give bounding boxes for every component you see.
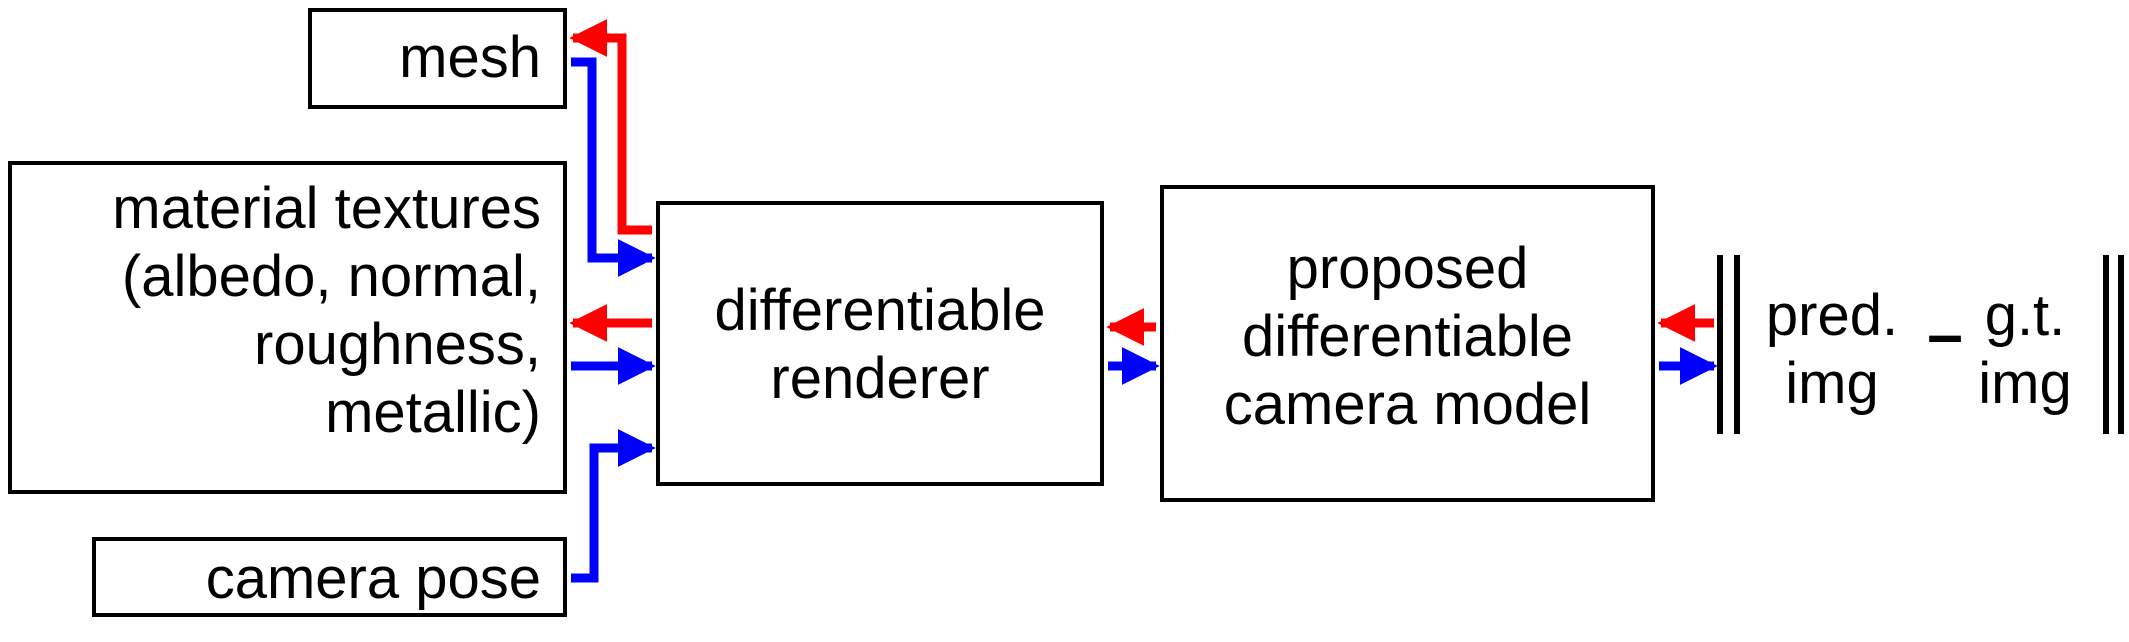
camera-model-label-line-2: differentiable [1241, 304, 1574, 369]
camera-model-label-line-3: camera model [1223, 372, 1592, 437]
material-label-line-3: roughness, [254, 312, 541, 377]
material-label-line-2: (albedo, normal, [121, 244, 541, 309]
gt-line-1: g.t. [1984, 283, 2066, 348]
renderer-label-line-1: differentiable [714, 278, 1046, 343]
camera-pose-box: camera pose [92, 537, 567, 617]
pred-line-2: img [1785, 351, 1879, 416]
predicted-image-label: pred. img [1752, 282, 1912, 418]
camera-model-label-line-1: proposed [1286, 236, 1529, 301]
arrow-mesh-to-renderer [571, 57, 656, 277]
minus-sign: – [1927, 298, 1963, 370]
material-label-line-4: metallic) [325, 380, 541, 445]
mesh-box: mesh [308, 8, 567, 109]
ground-truth-image-label: g.t. img [1975, 282, 2075, 418]
pred-line-1: pred. [1765, 283, 1899, 348]
camera-model-box: proposed differentiable camera model [1160, 185, 1655, 502]
differentiable-renderer-box: differentiable renderer [656, 201, 1104, 486]
camera-pose-label: camera pose [205, 546, 541, 611]
gt-line-2: img [1978, 351, 2072, 416]
arrow-pose-to-renderer [571, 429, 656, 583]
renderer-label-line-2: renderer [770, 346, 990, 411]
material-textures-box: material textures (albedo, normal, rough… [8, 161, 567, 494]
material-label-line-1: material textures [112, 176, 541, 241]
gradient-arrow-renderer-to-mesh [569, 19, 652, 235]
mesh-label: mesh [399, 25, 541, 90]
